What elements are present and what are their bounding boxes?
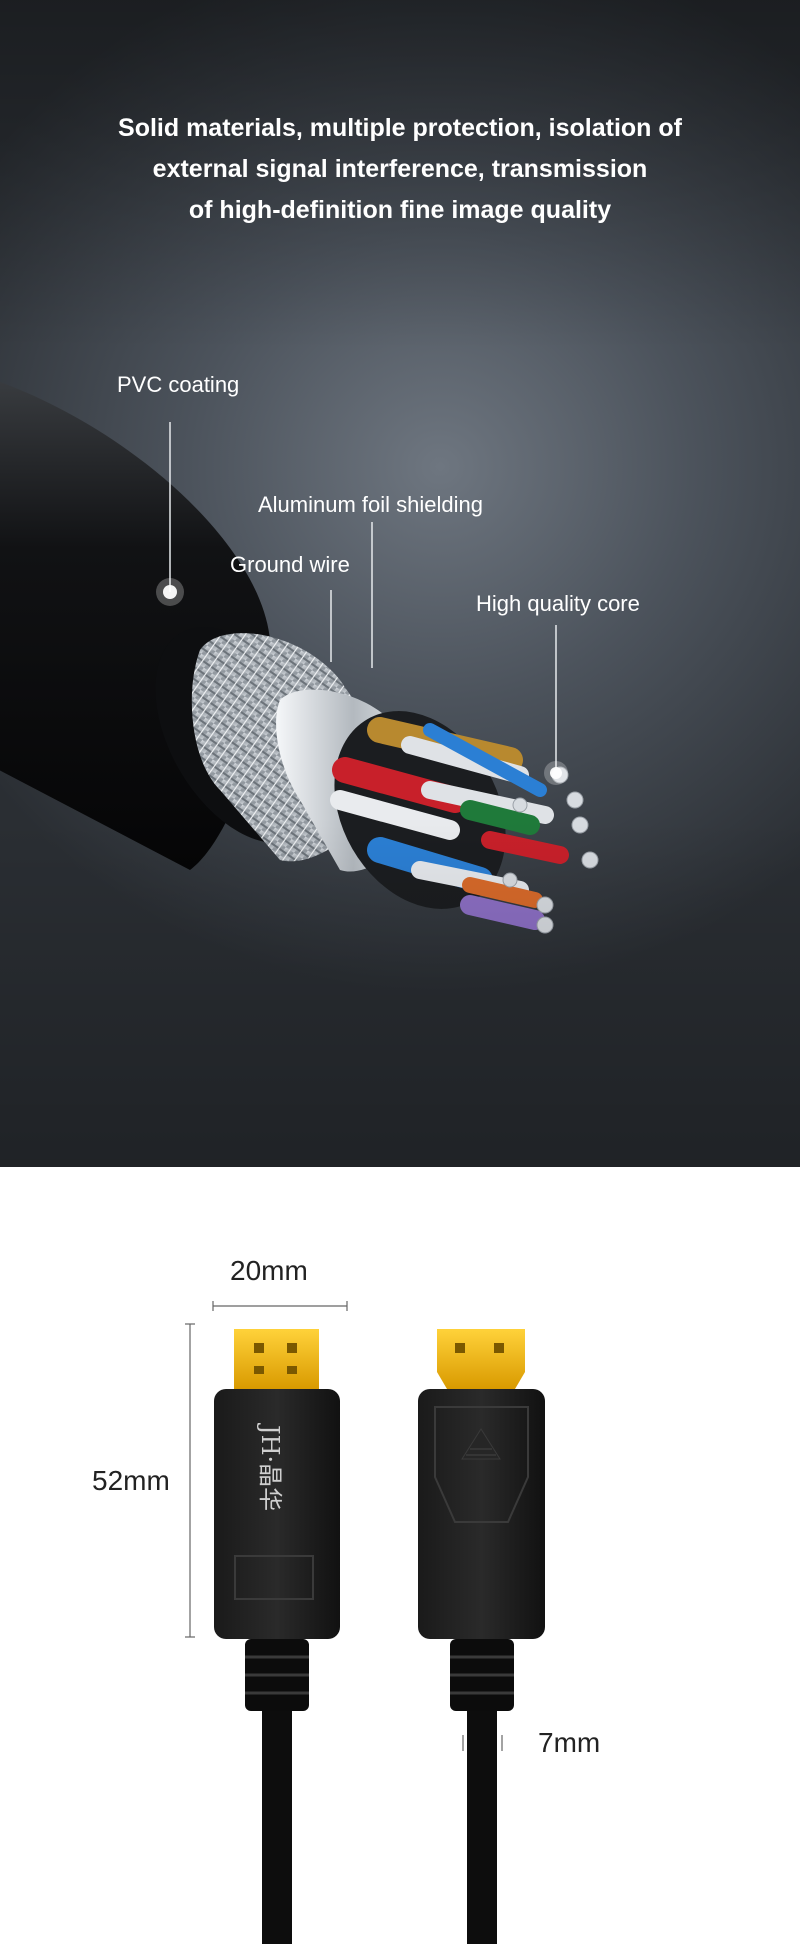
left-connector bbox=[214, 1329, 340, 1944]
headline-line-1: Solid materials, multiple protection, is… bbox=[118, 114, 682, 142]
core-leader-dot bbox=[550, 767, 562, 779]
headline-line-3: of high-definition fine image quality bbox=[188, 196, 612, 224]
headline-line-2: external signal interference, transmissi… bbox=[152, 155, 648, 183]
logo-jh: JH·晶华 bbox=[256, 1422, 284, 1511]
signal-wires bbox=[330, 717, 569, 930]
aluminum-foil-label: Aluminum foil shielding bbox=[258, 492, 483, 517]
cable-cross-section-illustration bbox=[0, 381, 599, 934]
length-dimension-label: 52mm bbox=[92, 1465, 170, 1496]
right-latch-outline bbox=[434, 1406, 529, 1523]
left-cable bbox=[262, 1711, 292, 1944]
ground-wire-label: Ground wire bbox=[230, 552, 350, 577]
connector-illustration: JH·晶华 bbox=[185, 1301, 545, 1944]
cable-dimension-label: 7mm bbox=[538, 1727, 601, 1758]
left-label-slot bbox=[234, 1555, 314, 1600]
pvc-coating-label: PVC coating bbox=[117, 372, 240, 397]
connector-dimensions-section: JH·晶华 20mm 52mm 7mm bbox=[0, 1167, 800, 1944]
cable-cross-section-panel: Solid materials, multiple protection, is… bbox=[0, 0, 800, 1167]
left-connector-housing bbox=[214, 1389, 340, 1639]
latch-triangle-icon bbox=[461, 1428, 501, 1460]
left-gold-plug bbox=[234, 1329, 319, 1389]
high-quality-core-label: High quality core bbox=[476, 591, 640, 616]
right-cable bbox=[467, 1711, 497, 1944]
right-gold-plug bbox=[437, 1329, 525, 1389]
right-connector bbox=[418, 1329, 545, 1944]
right-connector-housing bbox=[418, 1389, 545, 1639]
headline: Solid materials, multiple protection, is… bbox=[40, 108, 760, 231]
pvc-leader-dot bbox=[163, 585, 177, 599]
width-dimension-label: 20mm bbox=[230, 1255, 308, 1286]
